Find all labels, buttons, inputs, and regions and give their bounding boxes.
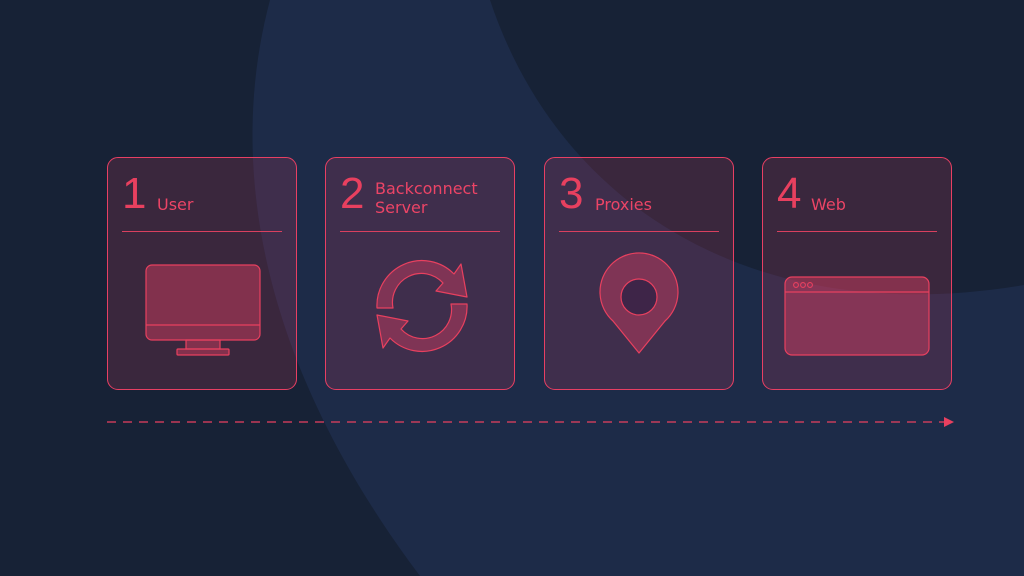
step-label-line2: Server xyxy=(375,198,428,217)
step-card-user: 1 User xyxy=(107,157,297,390)
step-number: 4 xyxy=(777,169,802,218)
step-card-proxies: 3 Proxies xyxy=(544,157,734,390)
browser-window-icon xyxy=(784,276,930,356)
step-label: Web xyxy=(811,195,846,214)
step-number: 1 xyxy=(122,169,147,218)
step-label: Proxies xyxy=(595,195,652,214)
monitor-icon xyxy=(145,264,261,356)
location-pin-icon xyxy=(599,252,679,354)
step-card-backconnect-server: 2 Backconnect Server xyxy=(325,157,515,390)
step-card-web: 4 Web xyxy=(762,157,952,390)
divider xyxy=(340,231,500,232)
step-number: 3 xyxy=(559,169,584,218)
step-number: 2 xyxy=(340,169,365,218)
divider xyxy=(122,231,282,232)
divider xyxy=(559,231,719,232)
divider xyxy=(777,231,937,232)
step-label: User xyxy=(157,195,194,214)
arrow-head-icon xyxy=(944,417,954,427)
refresh-icon xyxy=(376,260,468,352)
step-label-line1: Backconnect xyxy=(375,179,478,198)
